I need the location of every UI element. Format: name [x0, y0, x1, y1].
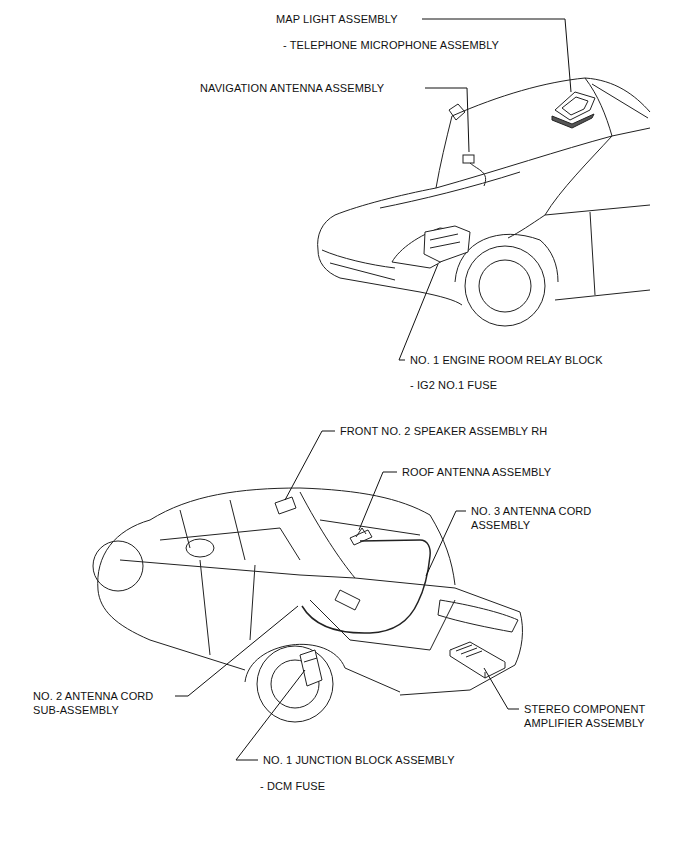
leader-line: [175, 19, 571, 760]
front-car-outline: [449, 104, 465, 120]
rear-car-outline: [180, 500, 245, 560]
front-car-outline: [436, 136, 612, 188]
component-symbol: [562, 97, 588, 115]
leader-line: [285, 431, 335, 500]
rear-car-outline: [400, 612, 522, 695]
leader-line: [359, 472, 397, 530]
front-car-outline: [545, 136, 612, 215]
front-car-outline: [452, 78, 650, 116]
component-symbol: [275, 497, 505, 686]
part-label: - TELEPHONE MICROPHONE ASSEMBLY: [283, 38, 499, 52]
component-symbol: [463, 155, 474, 163]
component-symbol: [430, 234, 460, 248]
rear-car-outline: [438, 600, 518, 632]
front-car-outline: [592, 84, 648, 118]
rear-car-outline: [186, 539, 214, 557]
front-car-outline: [555, 290, 650, 300]
rear-car-outline: [93, 541, 143, 591]
component-symbol: [424, 226, 470, 262]
rear-car-outline: [355, 578, 520, 612]
rear-car-outline: [300, 492, 355, 578]
part-label: STEREO COMPONENT AMPLIFIER ASSEMBLY: [524, 702, 674, 730]
component-symbol: [350, 530, 372, 545]
leader-line: [399, 264, 438, 360]
leader-line: [425, 88, 469, 152]
rear-car-outline: [150, 488, 430, 520]
leader-line: [175, 606, 298, 696]
part-label: NO. 1 ENGINE ROOM RELAY BLOCK: [410, 353, 603, 367]
rear-car-outline: [150, 640, 245, 670]
rear-car-outline: [200, 560, 210, 655]
front-car-outline: [318, 188, 436, 250]
component-symbol: [470, 163, 486, 186]
component-symbol: [300, 650, 322, 686]
rear-car-outline: [257, 646, 333, 722]
rear-car-outline: [335, 590, 360, 610]
component-symbol: [302, 540, 430, 633]
part-label: FRONT NO. 2 SPEAKER ASSEMBLY RH: [340, 424, 547, 438]
rear-car-outline: [245, 644, 345, 682]
part-label: MAP LIGHT ASSEMBLY: [276, 12, 398, 26]
rear-car-outline: [345, 668, 400, 692]
component-symbol: [424, 92, 595, 262]
part-label: NO. 3 ANTENNA CORD ASSEMBLY: [471, 504, 621, 532]
part-label: ROOF ANTENNA ASSEMBLY: [402, 465, 551, 479]
part-label: NAVIGATION ANTENNA ASSEMBLY: [200, 81, 384, 95]
front-car-outline: [590, 212, 595, 295]
part-label: - DCM FUSE: [260, 779, 325, 793]
component-symbol: [456, 645, 482, 657]
component-symbol: [552, 114, 594, 128]
component-symbol: [304, 658, 317, 662]
front-car-outline: [318, 78, 650, 326]
part-label: - IG2 NO.1 FUSE: [410, 378, 497, 392]
part-label: NO. 1 JUNCTION BLOCK ASSEMBLY: [263, 753, 455, 767]
front-car-outline: [436, 116, 452, 188]
leader-line: [236, 670, 305, 760]
rear-car-outline: [120, 560, 355, 578]
front-car-outline: [479, 260, 531, 312]
rear-car-outline: [98, 520, 150, 640]
part-label: NO. 2 ANTENNA CORD SUB-ASSEMBLY: [33, 689, 168, 717]
front-car-outline: [322, 250, 395, 268]
front-car-outline: [465, 246, 545, 326]
rear-car-outline: [310, 600, 455, 650]
component-symbol: [450, 650, 505, 678]
front-car-outline: [380, 172, 520, 208]
component-symbol: [356, 528, 366, 537]
rear-car-outline: [160, 528, 300, 560]
front-car-outline: [612, 128, 650, 136]
front-car-outline: [455, 234, 558, 282]
rear-car-outline: [93, 488, 522, 722]
leader-line: [426, 511, 466, 576]
rear-car-outline: [430, 515, 455, 585]
leader-line: [422, 19, 571, 92]
rear-car-outline: [250, 565, 255, 640]
leader-line: [484, 668, 519, 709]
front-car-outline: [545, 205, 650, 215]
